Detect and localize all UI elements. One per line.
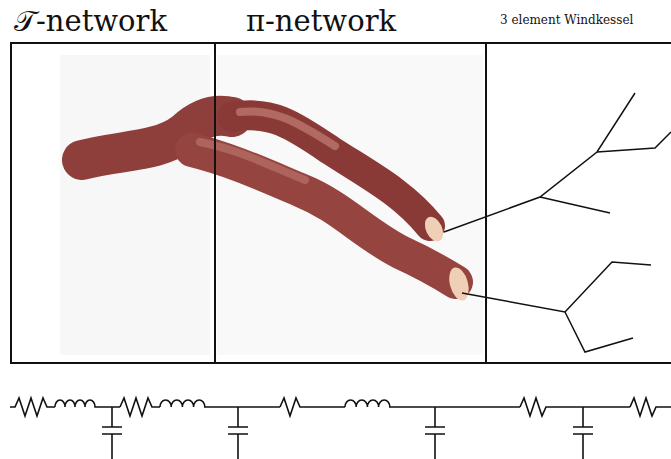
- vascular-tree: [444, 93, 671, 352]
- panel-heading: 𝒯-network: [14, 7, 167, 36]
- circuit-diagram: [10, 398, 671, 459]
- network-panel: π-network: [214, 42, 487, 364]
- network-panel: 𝒯-network: [10, 42, 216, 364]
- network-panel: 3 element Windkessel: [485, 42, 671, 364]
- panel-heading: 3 element Windkessel: [500, 14, 633, 26]
- panel-heading: π-network: [246, 7, 396, 36]
